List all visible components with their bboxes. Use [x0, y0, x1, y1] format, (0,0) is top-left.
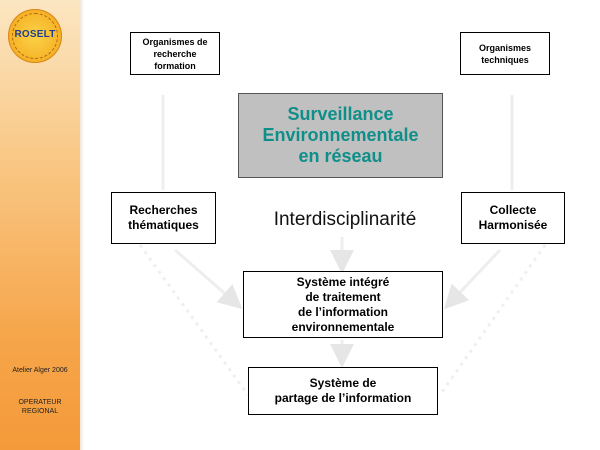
sidebar-edge: [80, 0, 84, 450]
dotted-right-to-sharing: [438, 244, 547, 396]
sharing-system-label: Système de partage de l’information: [274, 376, 412, 405]
harmonized-collection-label: Collecte Harmonisée: [478, 203, 548, 232]
research-organisms-box: Organismes de recherche formation: [130, 32, 220, 75]
research-organisms-label: Organismes de recherche formation: [142, 36, 208, 71]
harmonized-collection-box: Collecte Harmonisée: [461, 192, 565, 244]
processing-system-label: Système intégré de traitement de l’infor…: [291, 274, 395, 334]
dotted-left-to-sharing: [138, 244, 250, 396]
sharing-system-box: Système de partage de l’information: [248, 367, 438, 415]
sidebar: ROSELT Atelier Alger 2006 OPERATEUR REGI…: [0, 0, 81, 450]
thematic-research-box: Recherches thématiques: [111, 192, 216, 244]
arrow-right-to-processing: [443, 248, 502, 310]
processing-system-box: Système intégré de traitement de l’infor…: [243, 271, 443, 338]
thematic-research-label: Recherches thématiques: [128, 203, 199, 232]
logo-text: ROSELT: [14, 29, 56, 40]
arrow-left-to-processing: [174, 248, 243, 309]
technical-organisms-label: Organismes techniques: [478, 42, 532, 65]
operator-label: OPERATEUR REGIONAL: [18, 399, 62, 415]
interdisciplinarity-label: Interdisciplinarité: [273, 209, 417, 230]
event-label: Atelier Alger 2006: [12, 367, 68, 374]
environmental-monitoring-label: Surveillance Environnementale en réseau: [262, 104, 419, 166]
environmental-monitoring-box: Surveillance Environnementale en réseau: [238, 93, 443, 178]
logo-ring: [12, 13, 58, 59]
technical-organisms-box: Organismes techniques: [460, 32, 550, 75]
